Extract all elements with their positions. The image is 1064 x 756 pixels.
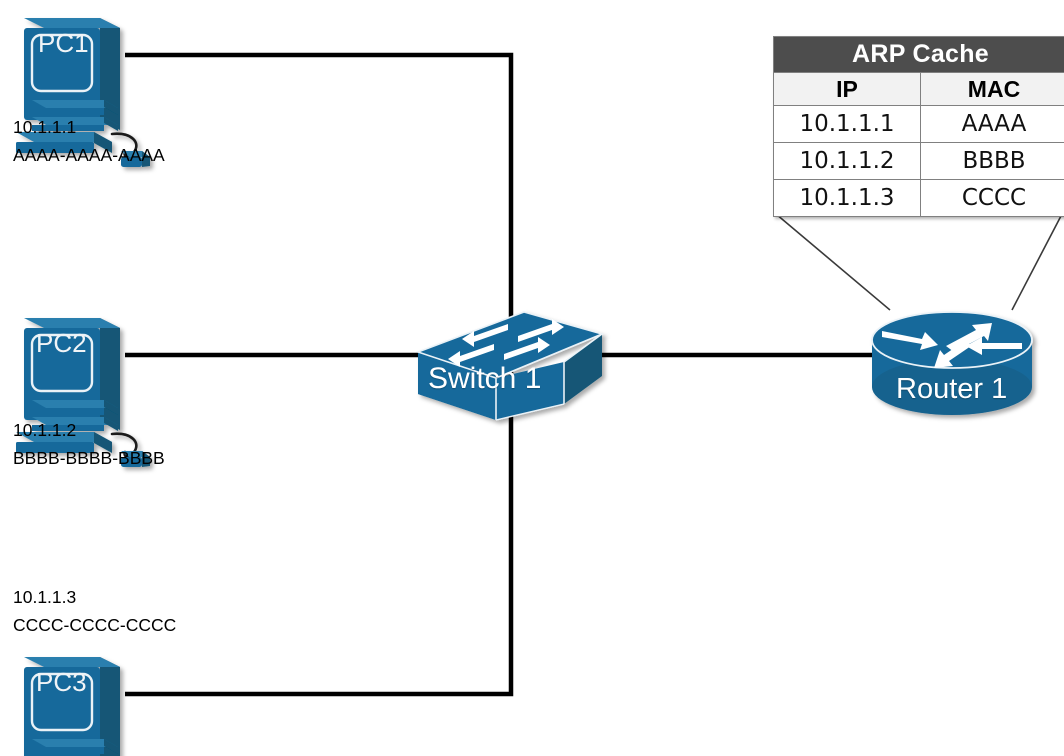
arp-column-ip: IP (773, 72, 921, 106)
table-row: 10.1.1.1 AAAA (773, 105, 1064, 143)
link-lines (125, 52, 900, 697)
arp-row-1-ip: 10.1.1.2 (773, 142, 921, 180)
pc3-mac-label: CCCC-CCCC-CCCC (13, 615, 177, 635)
switch-label: Switch 1 (428, 362, 542, 395)
arp-cache-title: ARP Cache (773, 36, 1064, 73)
link-pc1-switch (125, 52, 514, 355)
router-label: Router 1 (896, 373, 1008, 405)
pc2-ip-label: 10.1.1.2 (13, 420, 77, 440)
arp-column-header-row: IP MAC (773, 72, 1064, 106)
pc2-mac-label: BBBB-BBBB-BBBB (13, 448, 165, 468)
arp-row-1-mac: BBBB (920, 142, 1064, 180)
callout-line-left (775, 213, 891, 311)
arp-callout-lines (775, 213, 1063, 311)
arp-row-2-mac: CCCC (920, 179, 1064, 217)
table-row: 10.1.1.3 CCCC (773, 179, 1064, 217)
pc1-screen-label: PC1 (38, 28, 89, 58)
arp-title-row: ARP Cache (773, 36, 1064, 73)
arp-row-2-ip: 10.1.1.3 (773, 179, 921, 217)
pc3-ip-label: 10.1.1.3 (13, 587, 77, 607)
pc2-screen-label: PC2 (36, 328, 87, 358)
pc1-mac-label: AAAA-AAAA-AAAA (13, 145, 165, 165)
arp-cache-table: ARP Cache IP MAC 10.1.1.1 AAAA 10.1.1.2 … (773, 36, 1064, 217)
arp-column-mac: MAC (920, 72, 1064, 106)
pc3-screen-label: PC3 (36, 667, 87, 697)
arp-row-0-mac: AAAA (920, 105, 1064, 143)
arp-row-0-ip: 10.1.1.1 (773, 105, 921, 143)
pc1-ip-label: 10.1.1.1 (13, 117, 77, 137)
link-pc3-switch (125, 355, 514, 697)
callout-line-right (1011, 213, 1063, 311)
table-row: 10.1.1.2 BBBB (773, 142, 1064, 180)
